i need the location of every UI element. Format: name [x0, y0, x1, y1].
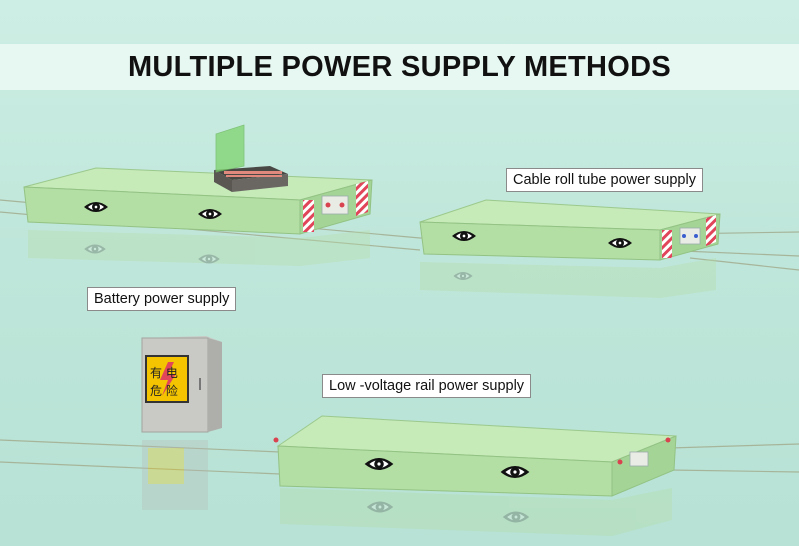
battery-cart	[23, 124, 373, 266]
electric-cabinet: 有 电 危 险	[141, 336, 222, 510]
cable-reel-cart	[419, 199, 721, 298]
title-band: MULTIPLE POWER SUPPLY METHODS	[0, 44, 799, 90]
label-battery: Battery power supply	[87, 287, 237, 311]
page-title: MULTIPLE POWER SUPPLY METHODS	[127, 50, 672, 83]
rail-cart	[273, 415, 677, 536]
label-cable-roll: Cable roll tube power supply	[506, 168, 703, 192]
label-low-voltage-rail: Low -voltage rail power supply	[322, 374, 532, 398]
sign-text-line2: 危 险	[150, 383, 178, 398]
sign-text-line1: 有 电	[150, 366, 178, 380]
